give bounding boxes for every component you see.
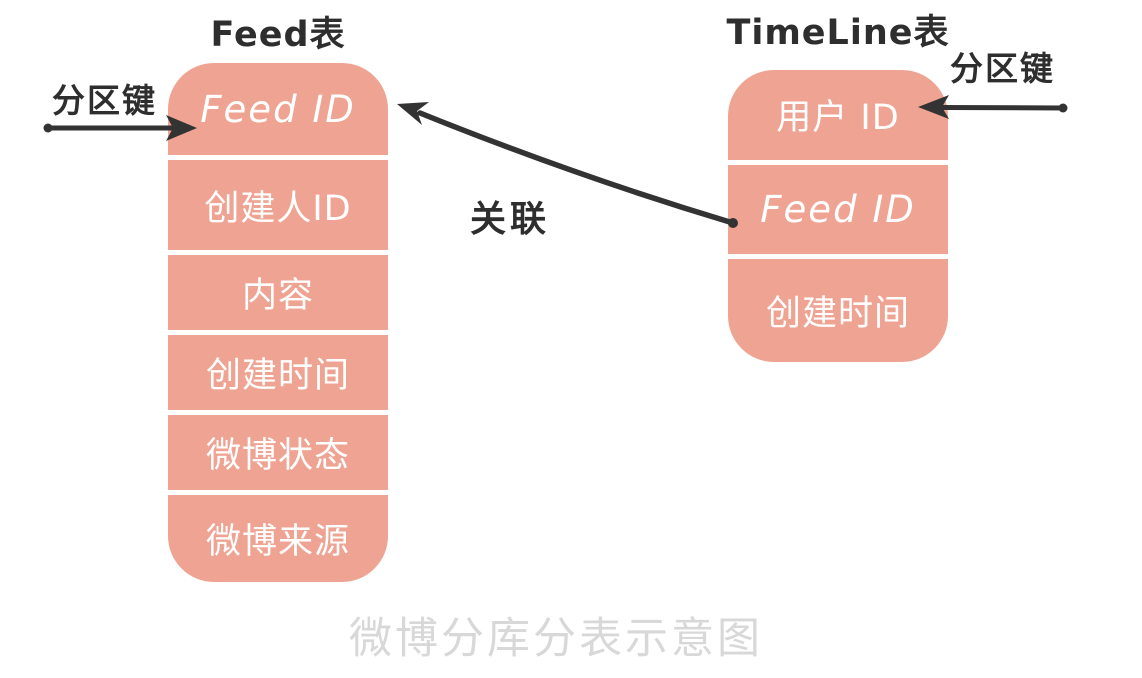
feed-row-weibo-status: 微博状态 (168, 410, 388, 490)
timeline-row-create-time: 创建时间 (728, 253, 948, 362)
feed-row-content: 内容 (168, 249, 388, 330)
diagram-caption: 微博分库分表示意图 (349, 614, 763, 664)
feed-row-feed-id: Feed ID (200, 87, 356, 131)
feed-row-weibo-source: 微博来源 (168, 490, 388, 582)
relation-arrow (397, 102, 738, 228)
feed-table: Feed ID 创建人ID 内容 创建时间 微博状态 微博来源 (168, 63, 388, 582)
timeline-table-title: TimeLine表 (726, 13, 950, 53)
timeline-row-feed-id: Feed ID (728, 159, 948, 254)
feed-table-title: Feed表 (210, 15, 346, 55)
timeline-table: 用户 ID Feed ID 创建时间 (728, 70, 948, 362)
partition-key-label-right: 分区键 (950, 49, 1055, 88)
feed-row-create-time: 创建时间 (168, 329, 388, 410)
relation-label: 关联 (470, 199, 551, 240)
timeline-row-user-id: 用户 ID (776, 98, 900, 139)
partition-key-label-left: 分区键 (52, 81, 157, 120)
feed-row-creator-id: 创建人ID (168, 155, 388, 249)
